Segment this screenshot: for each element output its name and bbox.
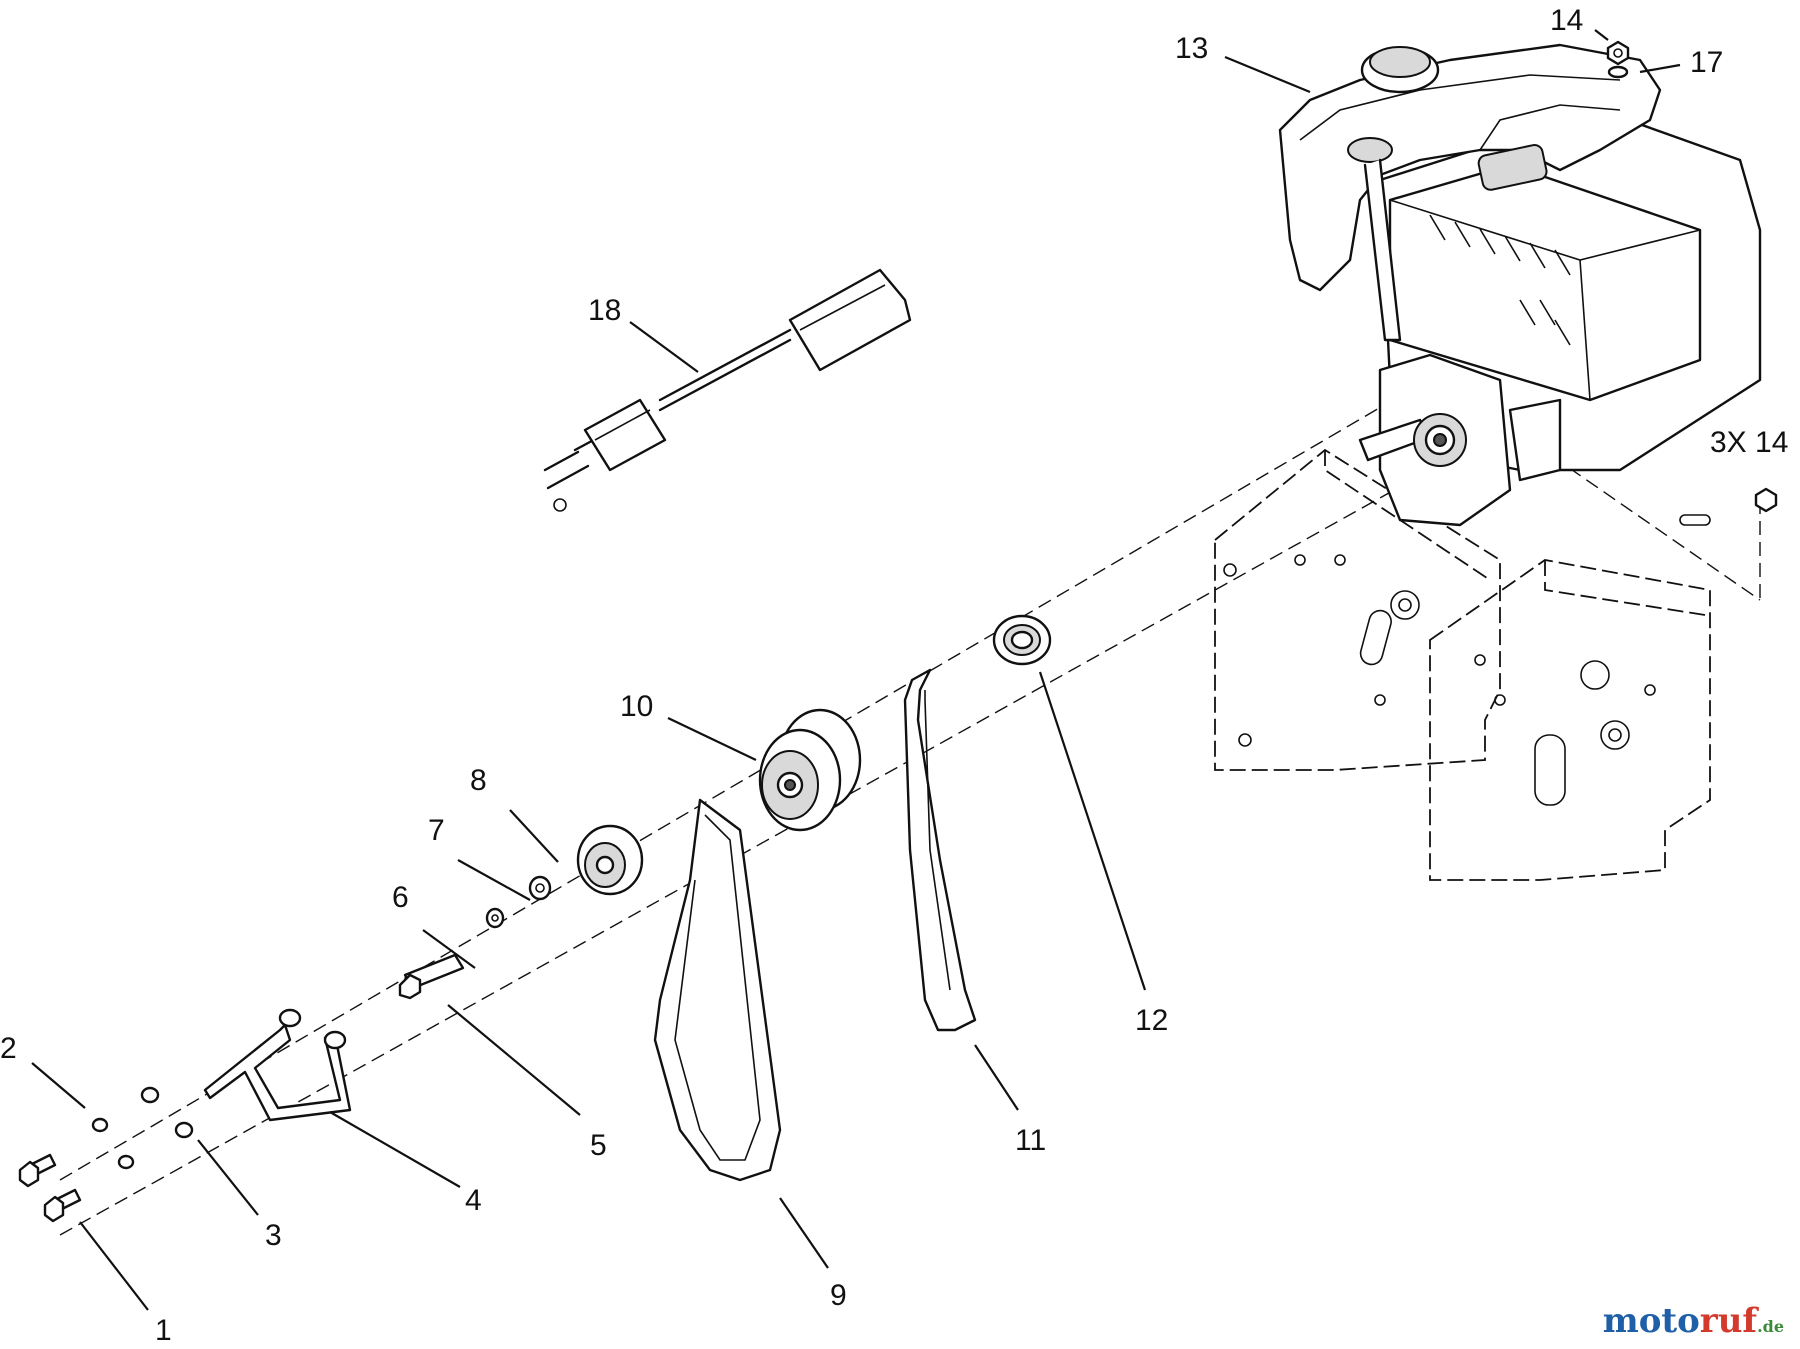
engine-assembly [1278,43,1762,527]
leader-lines [31,29,1681,1311]
bolt-5 [398,953,465,1000]
callout-10: 10 [620,690,653,723]
callout-17: 17 [1690,46,1723,79]
bushing-12 [992,614,1052,666]
callout-4: 4 [465,1184,482,1217]
callout-18: 18 [588,294,621,327]
callout-3: 3 [265,1219,282,1252]
callout-9: 9 [830,1279,847,1312]
nut-3x [1754,487,1778,513]
washer-17 [1607,65,1629,79]
callout-labels: 1 2 3 4 5 6 7 8 9 10 11 12 13 14 3X 14 1… [0,4,1788,1347]
callout-14-top: 14 [1550,4,1583,37]
watermark-logo: motoruf.de [1603,1301,1784,1341]
callout-5: 5 [590,1129,607,1162]
power-cord [543,268,912,512]
washer-6 [485,907,505,929]
callout-13: 13 [1175,32,1208,65]
bracket-4 [203,1008,352,1122]
callout-12: 12 [1135,1004,1168,1037]
callout-6: 6 [392,881,409,914]
callout-11: 11 [1015,1124,1046,1157]
watermark-brand-b: ruf [1699,1301,1758,1341]
pulley-8 [576,824,644,896]
nut-top [1606,40,1630,66]
bolts-1 [18,1153,82,1223]
callout-7: 7 [428,814,445,847]
washer-7 [528,875,552,901]
belt-9 [653,798,782,1182]
watermark-tld: .de [1757,1317,1784,1336]
washers-2 [91,1117,135,1170]
washers-3 [140,1086,194,1139]
callout-2: 2 [0,1032,17,1065]
callout-1: 1 [155,1314,172,1347]
frame-plate-right [1429,514,1711,881]
callout-8: 8 [470,764,487,797]
pulley-10 [758,708,862,832]
frame-plate-left [1214,448,1501,771]
callout-3x14: 3X 14 [1710,426,1788,459]
watermark-brand-a: moto [1602,1301,1700,1341]
belt-11 [903,668,977,1032]
